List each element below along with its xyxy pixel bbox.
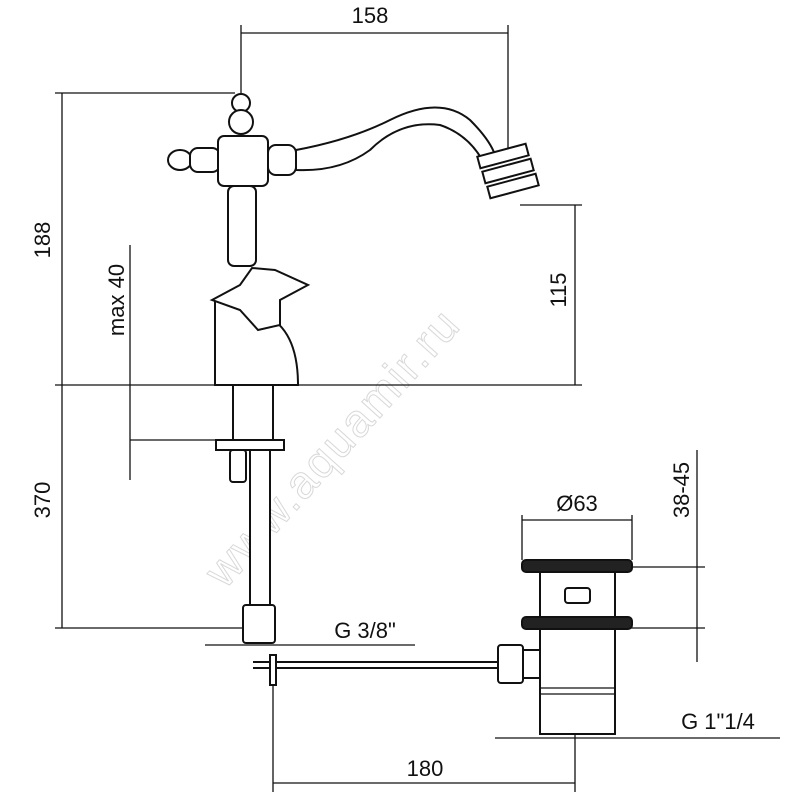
pop-up-waste <box>497 559 633 735</box>
dim-diameter-63: Ø63 <box>556 491 598 516</box>
dim-38-45: 38-45 <box>669 462 694 518</box>
dimension-labels: 158 188 max 40 115 370 38-45 Ø63 G 3/8" … <box>30 3 755 781</box>
dim-370: 370 <box>30 482 55 519</box>
dim-188: 188 <box>30 222 55 259</box>
dim-max-40: max 40 <box>104 264 129 336</box>
faucet-body <box>167 93 540 686</box>
dim-g-3-8: G 3/8" <box>334 618 396 643</box>
dim-158: 158 <box>352 3 389 28</box>
dim-180: 180 <box>407 756 444 781</box>
dimension-lines <box>55 25 780 792</box>
dim-115: 115 <box>546 272 571 307</box>
dim-g-1-1-4: G 1"1/4 <box>681 709 755 734</box>
